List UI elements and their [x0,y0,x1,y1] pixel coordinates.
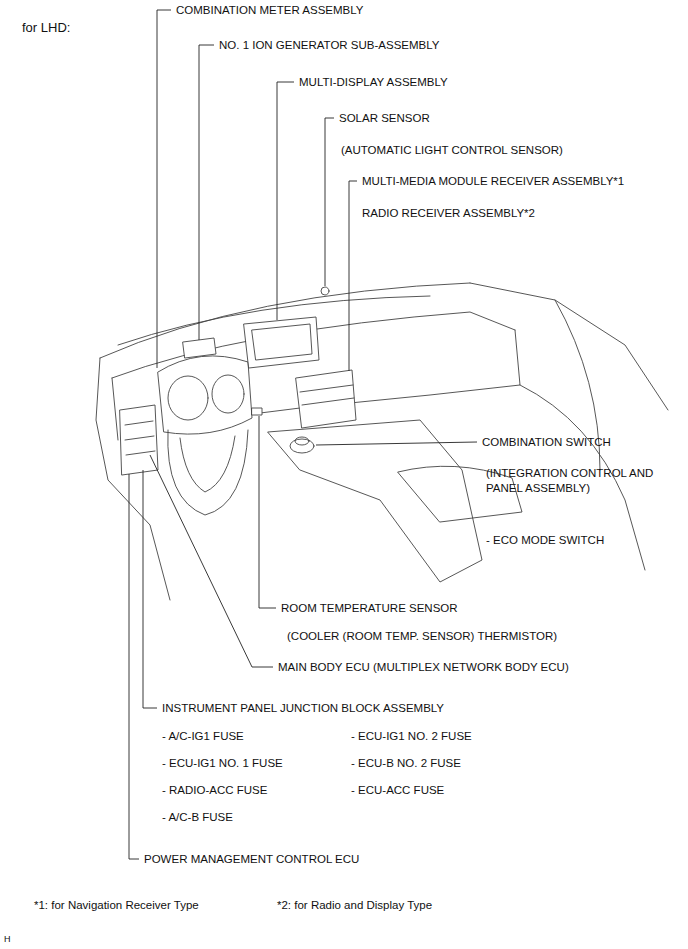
part-label: SOLAR SENSOR [339,111,430,126]
part-label: RADIO RECEIVER ASSEMBLY*2 [362,206,535,221]
fuse-label: - ECU-ACC FUSE [351,783,444,798]
fuse-label: - ECU-IG1 NO. 2 FUSE [351,729,472,744]
part-label: (INTEGRATION CONTROL AND PANEL ASSEMBLY) [486,466,656,496]
fuse-label: - ECU-B NO. 2 FUSE [351,756,461,771]
receiver-detail [300,385,354,405]
center-console [268,420,482,582]
leader-line [129,474,139,859]
multi-display [244,317,319,368]
meter-gauge [212,375,244,413]
leader-line [199,45,214,340]
left-pillar [96,358,170,600]
meter-gauge [168,376,208,420]
receiver [296,370,356,428]
part-label: COMBINATION SWITCH [482,435,611,450]
leader-line [150,455,273,667]
part-label: (COOLER (ROOM TEMP. SENSOR) THERMISTOR) [287,629,557,644]
fuse-label: - A/C-IG1 FUSE [162,729,244,744]
leader-line [157,10,171,368]
part-label: ROOM TEMPERATURE SENSOR [281,601,458,616]
leader-line [277,82,294,320]
fuse-label: - A/C-B FUSE [162,810,233,825]
part-label: INSTRUMENT PANEL JUNCTION BLOCK ASSEMBLY [162,701,444,716]
leader-line [143,470,157,708]
fuse-label: - ECU-IG1 NO. 1 FUSE [162,756,283,771]
footnote: *2: for Radio and Display Type [277,898,432,913]
room-temp-sensor [252,408,262,415]
part-label: MULTI-MEDIA MODULE RECEIVER ASSEMBLY*1 [362,174,624,189]
meter-housing [158,356,252,434]
footnote: *1: for Navigation Receiver Type [34,898,199,913]
junction-block [120,405,158,475]
knob-top [295,437,309,445]
solar-sensor [321,287,329,295]
display-screen [252,324,312,360]
steering-wheel [168,430,248,515]
junction-detail [125,421,155,455]
steering-wheel-inner [180,436,235,492]
part-label: (AUTOMATIC LIGHT CONTROL SENSOR) [341,143,563,158]
combination-switch-knob [290,439,314,453]
page-heading: for LHD: [22,20,70,35]
leader-line [259,416,276,608]
part-label: NO. 1 ION GENERATOR SUB-ASSEMBLY [219,38,439,53]
part-label: MAIN BODY ECU (MULTIPLEX NETWORK BODY EC… [278,660,569,675]
leader-line [349,181,357,371]
leader-line [316,442,477,445]
left-dash-side [112,378,118,440]
part-label: COMBINATION METER ASSEMBLY [176,3,363,18]
fuse-label: - RADIO-ACC FUSE [162,783,267,798]
pillar-line [470,283,668,410]
figure-code: H [4,932,11,947]
ion-generator [183,338,216,358]
part-label: MULTI-DISPLAY ASSEMBLY [299,75,448,90]
leader-line [325,118,334,286]
part-label: POWER MANAGEMENT CONTROL ECU [144,852,359,867]
part-label: - ECO MODE SWITCH [486,533,604,548]
